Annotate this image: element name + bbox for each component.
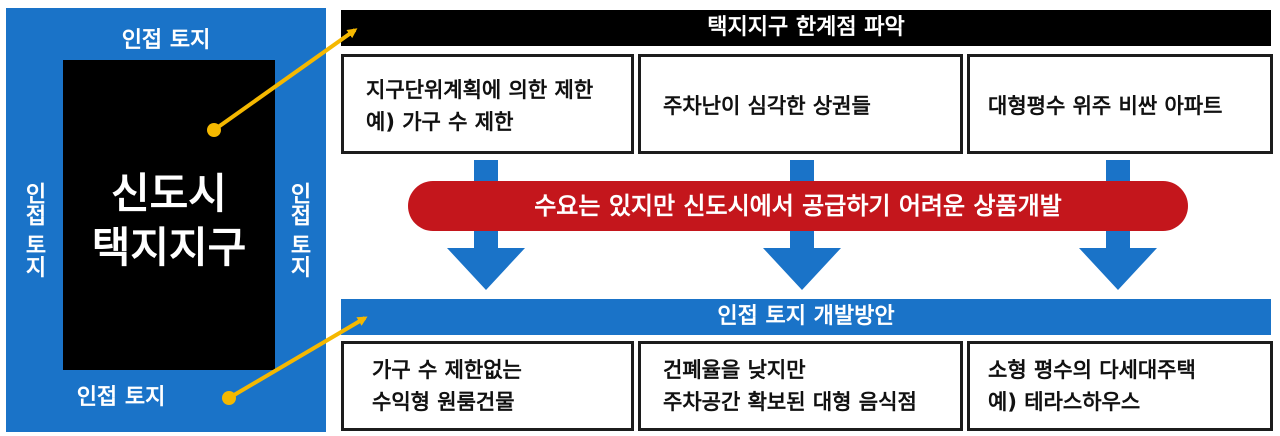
plan-box-1-line1: 가구 수 제한없는	[372, 358, 522, 382]
connector-dot-top	[207, 123, 221, 137]
plan-box-3-line1: 소형 평수의 다세대주택	[988, 358, 1196, 382]
adjacent-land-label-bottom: 인접 토지	[76, 385, 166, 410]
adjacent-land-label-top: 인접 토지	[121, 28, 211, 53]
plan-box-1-line2: 수익형 원룸건물	[372, 390, 515, 414]
product-development-banner: 수요는 있지만 신도시에서 공급하기 어려운 상품개발	[408, 181, 1188, 231]
limit-box-1: 지구단위계획에 의한 제한 예) 가구 수 제한	[341, 54, 634, 154]
adjacent-land-label-left: 인접 토지	[21, 182, 46, 278]
limit-box-1-line2: 예) 가구 수 제한	[366, 110, 514, 134]
connector-arrow-bottom	[227, 316, 368, 400]
limit-box-3: 대형평수 위주 비싼 아파트	[967, 54, 1273, 154]
plan-box-2: 건폐율을 낮지만 주차공간 확보된 대형 음식점	[638, 341, 963, 431]
core-title-line1: 신도시	[111, 169, 227, 218]
plan-box-2-line2: 주차공간 확보된 대형 음식점	[663, 390, 917, 414]
limits-header: 택지지구 한계점 파악	[341, 10, 1271, 46]
connector-dot-bottom	[222, 391, 236, 405]
limit-box-3-line1: 대형평수 위주 비싼 아파트	[988, 94, 1223, 118]
limit-box-1-line1: 지구단위계획에 의한 제한	[366, 78, 594, 102]
plan-box-3: 소형 평수의 다세대주택 예) 테라스하우스	[967, 341, 1273, 431]
plan-box-2-line1: 건폐율을 낮지만	[663, 358, 806, 382]
plan-box-1: 가구 수 제한없는 수익형 원룸건물	[341, 341, 634, 431]
connector-arrow-top	[212, 28, 358, 132]
adjacent-land-label-right: 인접 토지	[286, 182, 311, 278]
plan-box-3-line2: 예) 테라스하우스	[988, 390, 1141, 414]
limit-box-2-line1: 주차난이 심각한 상권들	[663, 94, 871, 118]
development-plan-header: 인접 토지 개발방안	[341, 299, 1271, 335]
core-title-line2: 택지지구	[91, 223, 247, 272]
limit-box-2: 주차난이 심각한 상권들	[638, 54, 963, 154]
